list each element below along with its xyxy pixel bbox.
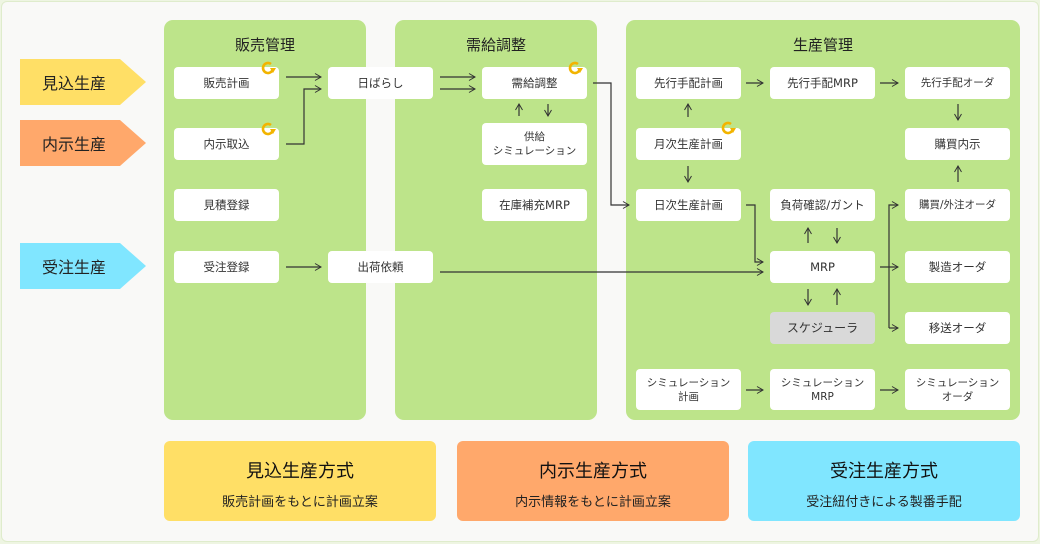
box-stock-mrp[interactable]: 在庫補充MRP [482, 189, 587, 221]
box-daily-plan[interactable]: 日次生産計画 [636, 189, 741, 221]
box-advance-mrp[interactable]: 先行手配MRP [770, 67, 875, 99]
box-sim-mrp[interactable]: シミュレーション MRP [770, 369, 875, 410]
panel-title: 販売管理 [234, 36, 295, 54]
tag-mto: 受注生産 [20, 243, 146, 289]
box-supply-simulation[interactable]: 供給 シミュレーション [482, 123, 587, 165]
tag-label: 内示生産 [42, 135, 107, 154]
legend-title: 内示生産方式 [539, 461, 647, 482]
legend-subtitle: 内示情報をもとに計画立案 [515, 495, 671, 510]
box-load-gantt[interactable]: 負荷確認/ガント [770, 189, 875, 221]
panel-title: 需給調整 [465, 36, 526, 54]
box-mfg-order[interactable]: 製造オーダ [905, 251, 1010, 283]
tag-ato: 内示生産 [20, 120, 146, 166]
legend-title: 受注生産方式 [830, 461, 938, 482]
box-shipping-request[interactable]: 出荷依頼 [328, 251, 433, 283]
box-transfer-order[interactable]: 移送オーダ [905, 312, 1010, 344]
panel-title: 生産管理 [792, 36, 853, 54]
box-sales-plan[interactable]: 販売計画 [174, 67, 279, 99]
cycle-icon [568, 61, 583, 75]
tag-label: 見込生産 [42, 74, 107, 93]
box-daily-split[interactable]: 日ばらし [328, 67, 433, 99]
cycle-icon [261, 61, 276, 75]
box-purchase-order[interactable]: 購買/外注オーダ [905, 189, 1010, 221]
cycle-icon [721, 121, 736, 135]
legend-subtitle: 販売計画をもとに計画立案 [222, 495, 378, 510]
tag-label: 受注生産 [42, 258, 107, 277]
box-scheduler[interactable]: スケジューラ [770, 312, 875, 344]
box-sim-order[interactable]: シミュレーション オーダ [905, 369, 1010, 410]
box-supply-adjust[interactable]: 需給調整 [482, 67, 587, 99]
legend-mts: 見込生産方式 販売計画をもとに計画立案 [164, 441, 436, 521]
box-order-entry[interactable]: 受注登録 [174, 251, 279, 283]
legend-title: 見込生産方式 [246, 461, 354, 482]
box-mrp[interactable]: MRP [770, 251, 875, 283]
box-forecast-import[interactable]: 内示取込 [174, 128, 279, 160]
box-purchase-notice[interactable]: 購買内示 [905, 128, 1010, 160]
box-advance-order[interactable]: 先行手配オーダ [905, 67, 1010, 99]
box-monthly-plan[interactable]: 月次生産計画 [636, 128, 741, 160]
legend-subtitle: 受注紐付きによる製番手配 [806, 495, 962, 510]
cycle-icon [261, 122, 276, 136]
tag-mts: 見込生産 [20, 59, 146, 105]
box-advance-plan[interactable]: 先行手配計画 [636, 67, 741, 99]
box-estimate[interactable]: 見積登録 [174, 189, 279, 221]
box-sim-plan[interactable]: シミュレーション 計画 [636, 369, 741, 410]
legend-mto: 受注生産方式 受注紐付きによる製番手配 [748, 441, 1020, 521]
legend-ato: 内示生産方式 内示情報をもとに計画立案 [457, 441, 729, 521]
